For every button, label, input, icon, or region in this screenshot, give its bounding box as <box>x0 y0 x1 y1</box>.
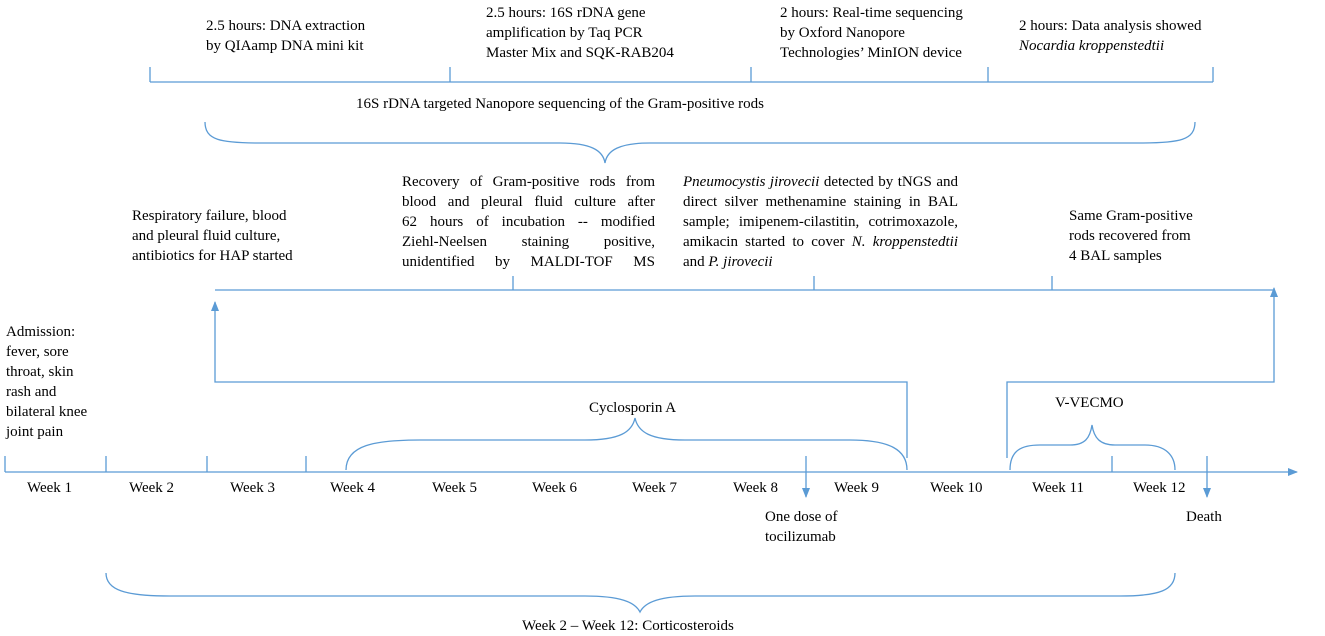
sequencing-step-3: 2 hours: Real-time sequencing by Oxford … <box>780 5 963 61</box>
week-label-9: Week 9 <box>834 480 880 496</box>
corticosteroids-label: Week 2 – Week 12: Corticosteroids <box>522 618 734 634</box>
week-label-4: Week 4 <box>330 480 376 496</box>
sequencing-step-2: 2.5 hours: 16S rDNA gene amplification b… <box>486 5 674 61</box>
sequencing-step-bar <box>149 67 1214 83</box>
cyclosporin-label: Cyclosporin A <box>589 400 677 416</box>
week-label-6: Week 6 <box>532 480 578 496</box>
week-label-10: Week 10 <box>930 480 983 496</box>
same-rods-note: Same Gram-positive rods recovered from 4… <box>1069 208 1193 264</box>
week-label-2: Week 2 <box>129 480 175 496</box>
sequencing-step-1: 2.5 hours: DNA extraction by QIAamp DNA … <box>206 18 366 54</box>
tocilizumab-note: One dose of tocilizumab <box>765 509 838 545</box>
week-label-8: Week 8 <box>733 480 779 496</box>
week-label-12: Week 12 <box>1133 480 1186 496</box>
vvecmo-brace <box>1009 424 1176 471</box>
sequencing-step-4: 2 hours: Data analysis showed Nocardia k… <box>1019 18 1202 54</box>
cyclosporin-brace <box>345 417 908 471</box>
death-note: Death <box>1186 509 1222 525</box>
week-label-5: Week 5 <box>432 480 478 496</box>
respiratory-arrow <box>211 301 908 458</box>
week-label-11: Week 11 <box>1032 480 1084 496</box>
week-label-3: Week 3 <box>230 480 276 496</box>
sequencing-caption: 16S rDNA targeted Nanopore sequencing of… <box>356 96 764 112</box>
recovery-note: Recovery of Gram-positive rods from bloo… <box>402 174 655 270</box>
events-bar <box>215 276 1273 291</box>
same-rods-arrow <box>1006 287 1278 458</box>
respiratory-failure-note: Respiratory failure, blood and pleural f… <box>132 208 293 264</box>
admission-note: Admission: fever, sore throat, skin rash… <box>6 324 88 440</box>
week-label-1: Week 1 <box>27 480 73 496</box>
vvecmo-label: V-VECMO <box>1055 395 1124 411</box>
corticosteroids-brace <box>105 572 1176 614</box>
week-label-7: Week 7 <box>632 480 678 496</box>
pneumocystis-note: Pneumocystis jirovecii detected by tNGS … <box>683 174 958 270</box>
sequencing-brace <box>204 121 1196 164</box>
week-ticks <box>4 456 1113 472</box>
